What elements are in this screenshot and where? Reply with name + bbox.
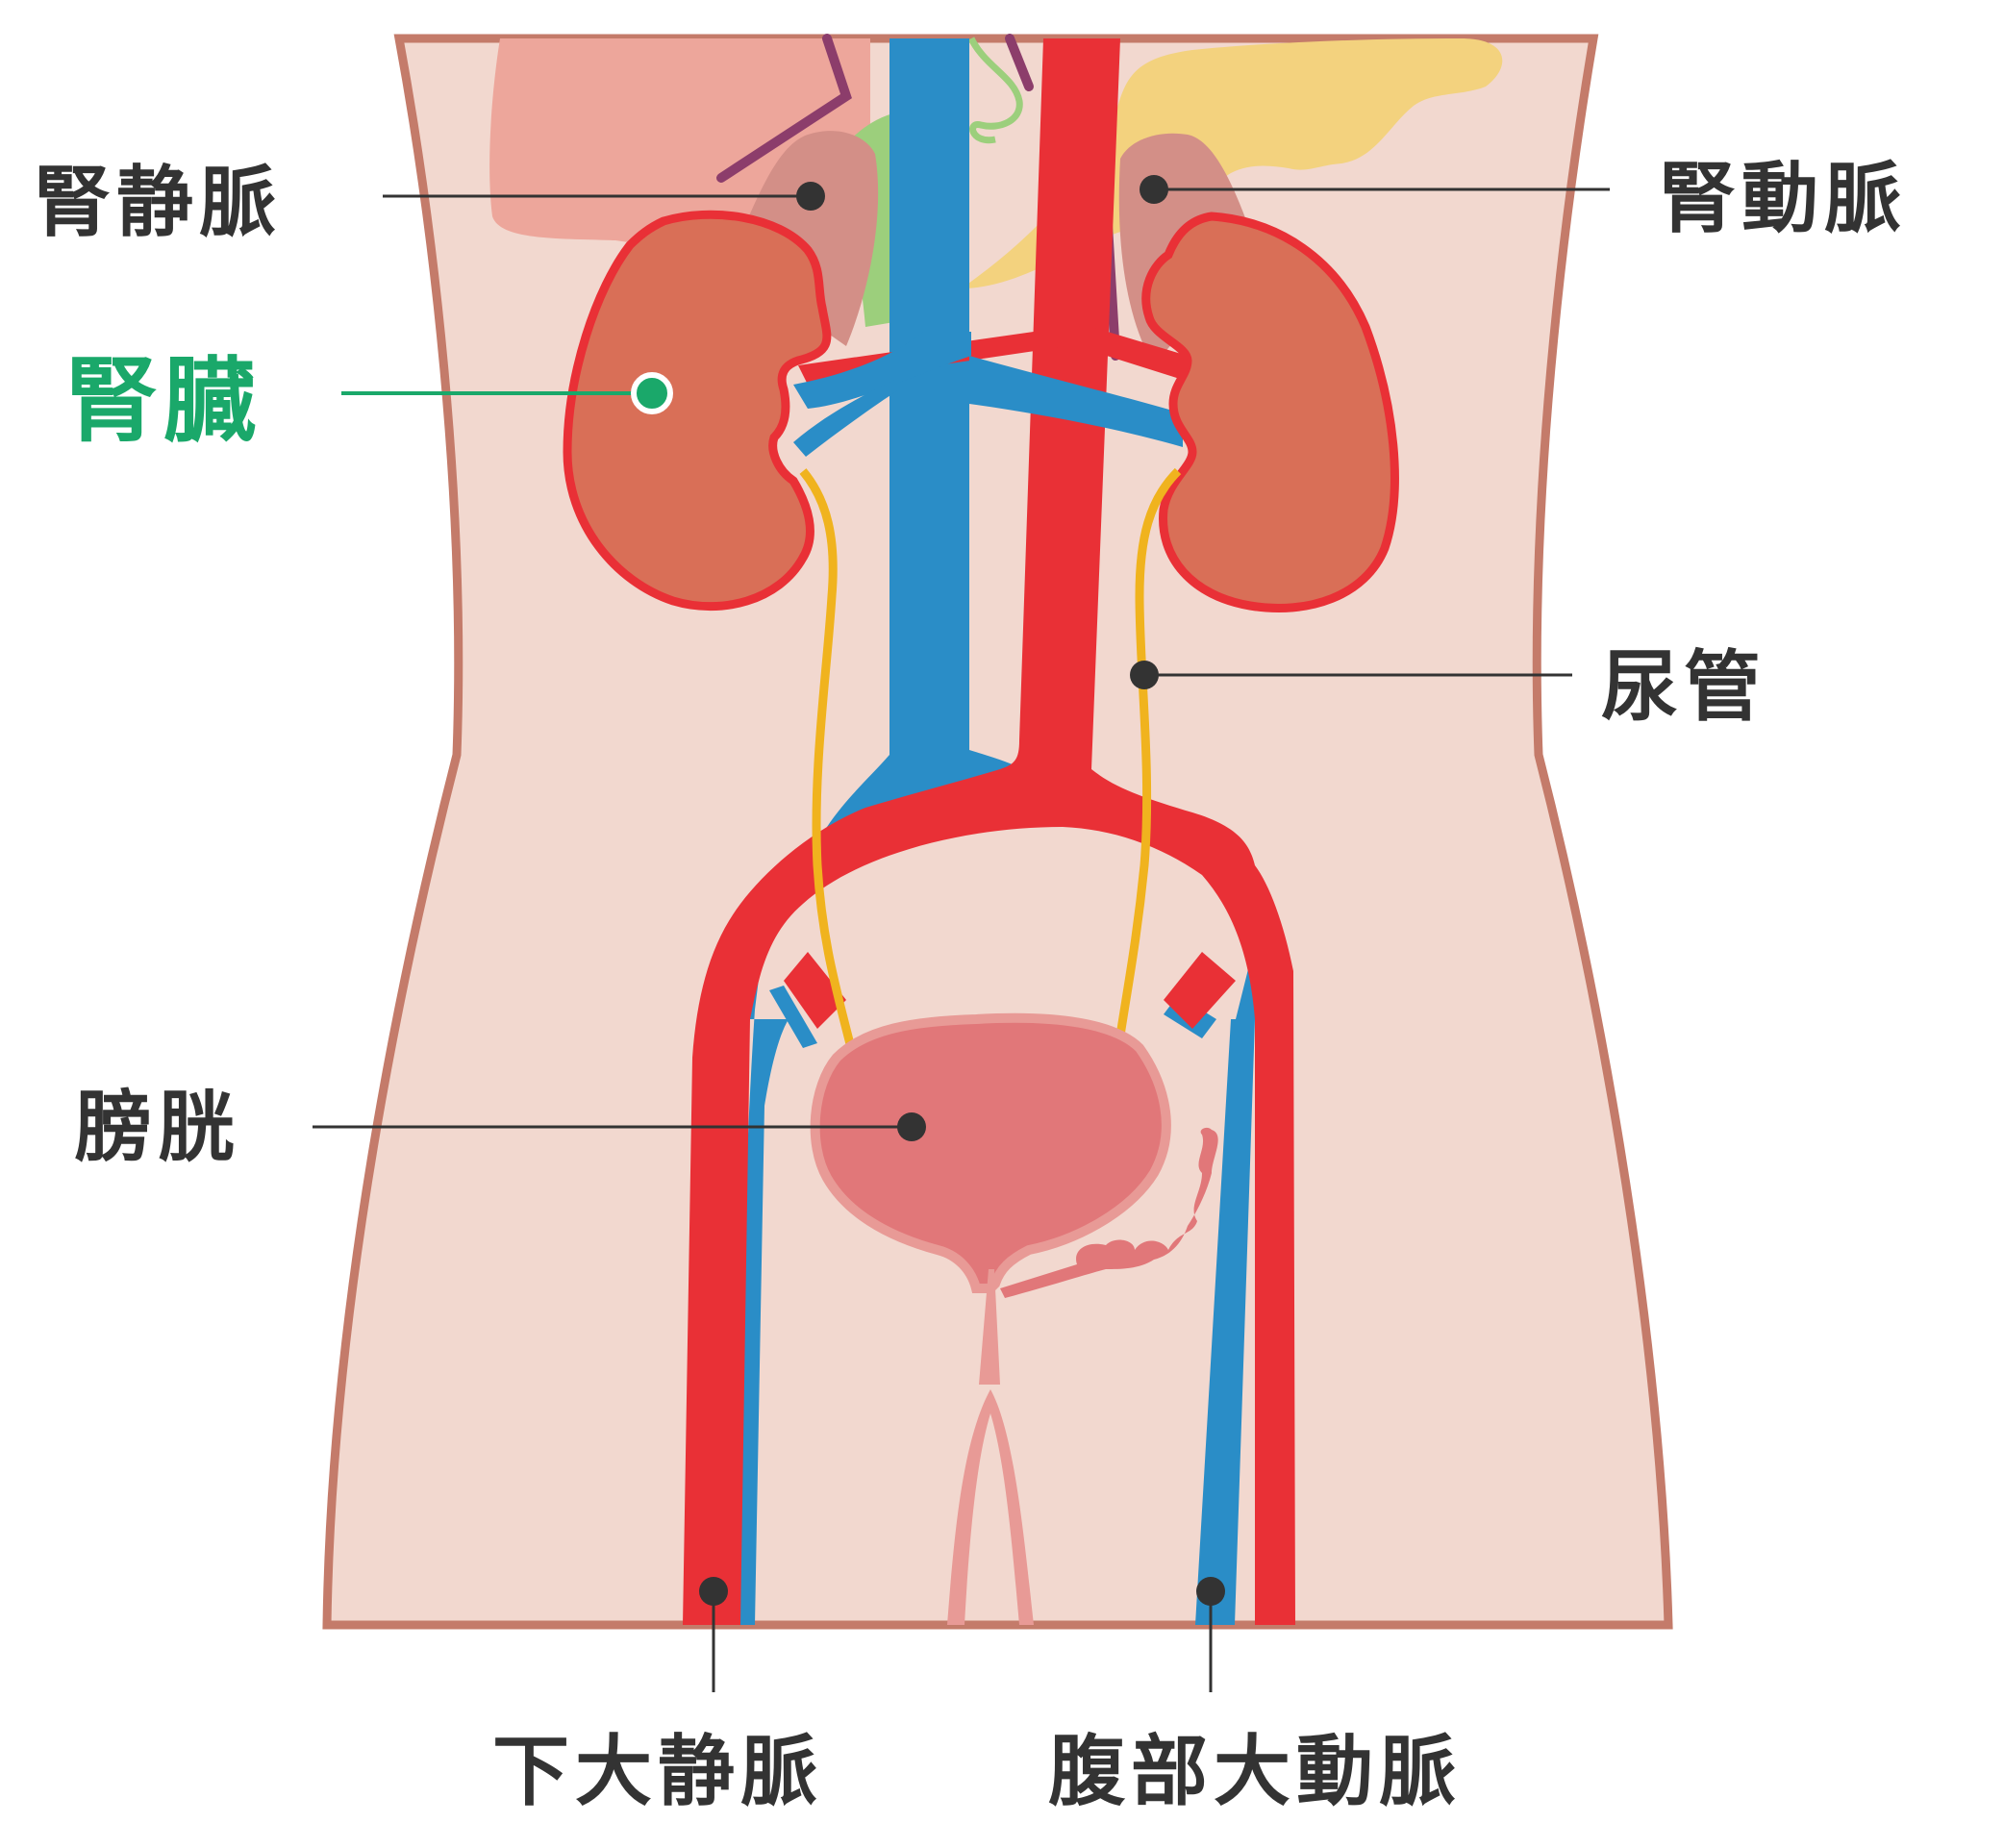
left-internal-iliac-artery xyxy=(784,952,846,1029)
right-renal-vein xyxy=(969,356,1183,447)
inferior-vena-cava-marker-dot xyxy=(699,1577,728,1606)
bladder xyxy=(810,1012,1171,1293)
left-internal-iliac-vein xyxy=(769,986,817,1048)
renal-artery-label: 腎動脈 xyxy=(1659,154,1907,243)
hepatic-vessel xyxy=(716,34,852,183)
renal-vein-marker-dot xyxy=(796,182,825,211)
left-renal-vein xyxy=(793,332,971,409)
left-kidney xyxy=(563,210,832,612)
bile-duct xyxy=(967,37,1023,144)
abdominal-aorta xyxy=(683,38,1295,1625)
right-ureter xyxy=(1114,467,1182,1049)
left-renal-vein-branch xyxy=(793,380,899,457)
right-iliac-vein xyxy=(1053,798,1265,1625)
kidney-label: 腎臓 xyxy=(65,347,262,455)
ureter-label: 尿管 xyxy=(1601,642,1766,732)
bladder-label: 膀胱 xyxy=(75,1083,240,1172)
right-renal-artery xyxy=(1091,327,1188,380)
abdominal-aorta-marker-dot xyxy=(1196,1577,1225,1606)
bladder-marker-dot xyxy=(897,1112,926,1141)
renal-vein-label: 腎静脈 xyxy=(34,158,282,247)
right-kidney xyxy=(1141,212,1399,612)
hepatic-vessel xyxy=(1005,34,1034,91)
renal-artery-marker-dot xyxy=(1140,175,1168,204)
left-ureter xyxy=(799,468,856,1050)
urethra xyxy=(979,1269,1000,1385)
ureter-marker-dot xyxy=(1130,661,1159,689)
abdominal-aorta-label: 腹部大動脈 xyxy=(1048,1727,1462,1816)
kidney-marker-dot xyxy=(631,372,673,414)
urethra-lower xyxy=(947,1389,1034,1625)
inferior-vena-cava-label: 下大静脈 xyxy=(492,1727,823,1816)
seminal-vesicle xyxy=(1000,1127,1218,1298)
right-internal-iliac-artery xyxy=(1164,952,1236,1029)
